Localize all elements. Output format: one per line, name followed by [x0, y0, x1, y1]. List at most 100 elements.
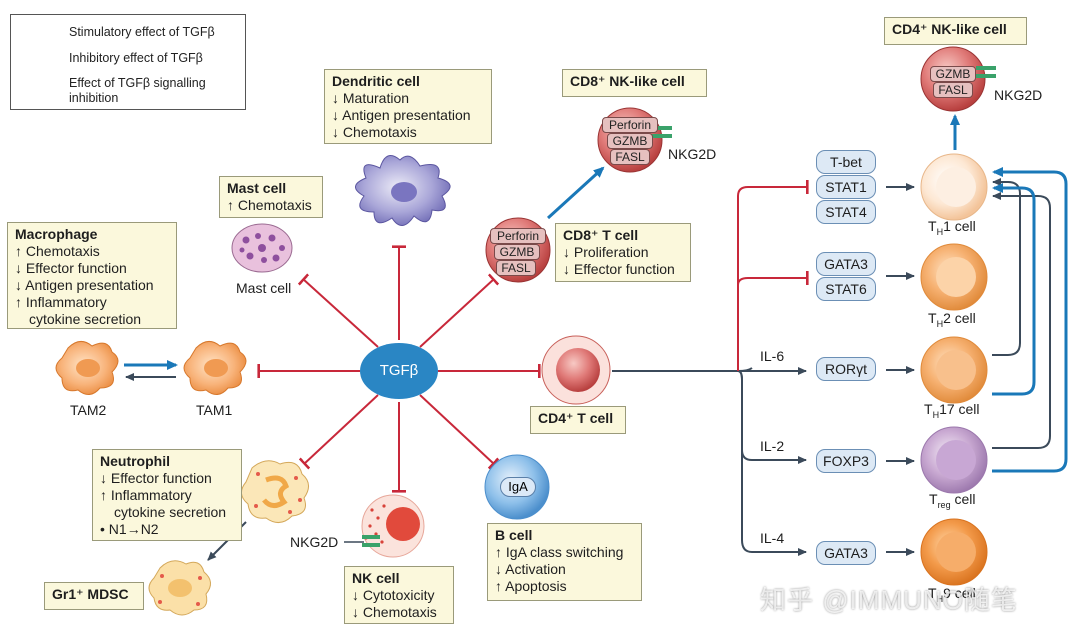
neutrophil-effect-2: ↑ Inflammatory [100, 487, 192, 503]
macrophage-effect-5: cytokine secretion [29, 311, 142, 327]
th17-label: TH17 cell [924, 401, 980, 420]
bcell-effect-3: ↑ Apoptosis [495, 578, 567, 594]
cytokine-il6: IL-6 [760, 348, 785, 364]
nk-title: NK cell [352, 570, 400, 586]
cd4nk-fasl-chip: FASL [933, 82, 973, 98]
macrophage-title: Macrophage [15, 226, 98, 242]
treg-label: Treg cell [929, 491, 976, 510]
neutrophil-effect-4: • N1→N2 [100, 521, 159, 537]
nk-receptor-label: NKG2D [290, 534, 339, 550]
legend: Stimulatory effect of TGFβ Inhibitory ef… [10, 14, 246, 110]
neutrophil-shape [241, 460, 309, 523]
dendritic-title: Dendritic cell [332, 73, 420, 89]
cd8t-effect-2: ↓ Effector function [563, 261, 675, 277]
dendritic-effect-1: ↓ Maturation [332, 90, 410, 106]
cd8nk-perforin-chip: Perforin [602, 117, 658, 133]
treg-cell-shape [920, 426, 988, 494]
mdsc-title: Gr1⁺ MDSC [52, 586, 129, 602]
cd4t-title: CD4⁺ T cell [538, 410, 614, 426]
th1-label: TH1 cell [928, 218, 976, 237]
mast-cell-label: Mast cell [236, 280, 292, 296]
macrophage-box: Macrophage ↑ Chemotaxis ↓ Effector funct… [7, 222, 177, 329]
nk-effect-2: ↓ Chemotaxis [352, 604, 437, 620]
dendritic-cell-shape [355, 155, 451, 226]
nk-cell-box: NK cell ↓ Cytotoxicity ↓ Chemotaxis [344, 566, 454, 624]
bcell-effect-1: ↑ IgA class switching [495, 544, 624, 560]
cd8-t-cell-box: CD8⁺ T cell ↓ Proliferation ↓ Effector f… [555, 223, 691, 282]
cd4nk-receptor-label: NKG2D [994, 87, 1043, 103]
tf-stat1: STAT1 [816, 175, 876, 199]
th9-label: TH9 cell [928, 585, 976, 604]
cd4-inhibit-lines [737, 180, 809, 371]
bcell-title: B cell [495, 527, 533, 543]
cd8nk-receptor-label: NKG2D [668, 146, 717, 162]
mast-effect-1: ↑ Chemotaxis [227, 197, 312, 213]
bcell-effect-2: ↓ Activation [495, 561, 566, 577]
cd8-nklike-box: CD8⁺ NK-like cell [562, 69, 707, 97]
cd8nk-title: CD8⁺ NK-like cell [570, 73, 685, 89]
cd4-t-cell-shape [541, 335, 611, 405]
cd8-to-nklike-arrow [546, 166, 605, 220]
tf-tbet: T-bet [816, 150, 876, 174]
cd8nk-gzmb-chip: GZMB [607, 133, 653, 149]
cd8-fasl-chip: FASL [496, 260, 536, 276]
dendritic-effect-2: ↓ Antigen presentation [332, 107, 471, 123]
th17-cell-shape [920, 336, 988, 404]
macrophage-effect-1: ↑ Chemotaxis [15, 243, 100, 259]
cd4-t-cell-box: CD4⁺ T cell [530, 406, 626, 434]
cytokine-il2: IL-2 [760, 438, 785, 454]
cd4nk-gzmb-chip: GZMB [930, 66, 976, 82]
tf-foxp3: FOXP3 [816, 449, 876, 473]
macrophage-effect-4: ↑ Inflammatory [15, 294, 107, 310]
tgf-label: TGFβ [379, 362, 419, 379]
cd8-gzmb-chip: GZMB [494, 244, 540, 260]
tf-gata3-a: GATA3 [816, 252, 876, 276]
nk-effect-1: ↓ Cytotoxicity [352, 587, 435, 603]
cd8-perforin-chip: Perforin [490, 228, 546, 244]
macrophage-effect-2: ↓ Effector function [15, 260, 127, 276]
tam2-label: TAM2 [70, 402, 107, 418]
iga-chip: IgA [500, 477, 536, 497]
tf-stat4: STAT4 [816, 200, 876, 224]
tam2-shape [55, 341, 119, 395]
b-cell-box: B cell ↑ IgA class switching ↓ Activatio… [487, 523, 642, 601]
legend-signalling-2: inhibition [69, 91, 119, 105]
iga-label: IgA [508, 479, 528, 494]
cd4nk-title: CD4⁺ NK-like cell [892, 21, 1007, 37]
nk-cell-shape [344, 494, 425, 558]
cd8t-title: CD8⁺ T cell [563, 227, 639, 243]
mdsc-shape [148, 560, 211, 616]
tf-stat6: STAT6 [816, 277, 876, 301]
cd4-branch-lines [612, 367, 807, 556]
th9-cell-shape [920, 518, 988, 586]
tam1-shape [183, 341, 247, 395]
feedback-dark-loops [992, 178, 1051, 449]
th1-cell-shape [920, 153, 988, 221]
tgf-inhibitory-rays [257, 245, 541, 493]
neutrophil-effect-3: cytokine secretion [114, 504, 227, 520]
legend-inhibitory: Inhibitory effect of TGFβ [69, 51, 203, 65]
feedback-blue-loops [992, 167, 1068, 473]
watermark: 知乎 @IMMUNO随笔 [760, 585, 1018, 615]
mast-cell-box: Mast cell ↑ Chemotaxis [219, 176, 323, 218]
cd4-nklike-box: CD4⁺ NK-like cell [884, 17, 1027, 45]
th2-label: TH2 cell [928, 310, 976, 329]
cytokine-il4: IL-4 [760, 530, 785, 546]
legend-stimulatory: Stimulatory effect of TGFβ [69, 25, 215, 39]
legend-signalling-1: Effect of TGFβ signalling [69, 76, 206, 90]
macrophage-effect-3: ↓ Antigen presentation [15, 277, 154, 293]
neutrophil-effect-1: ↓ Effector function [100, 470, 212, 486]
mast-title: Mast cell [227, 180, 287, 196]
tf-gata3-b: GATA3 [816, 541, 876, 565]
mdsc-box: Gr1⁺ MDSC [44, 582, 144, 610]
cd8t-effect-1: ↓ Proliferation [563, 244, 649, 260]
neutrophil-box: Neutrophil ↓ Effector function ↑ Inflamm… [92, 449, 242, 541]
tf-rorgt: RORγt [816, 357, 876, 381]
mast-cell-shape [231, 223, 293, 273]
dendritic-effect-3: ↓ Chemotaxis [332, 124, 417, 140]
dendritic-cell-box: Dendritic cell ↓ Maturation ↓ Antigen pr… [324, 69, 492, 144]
cd8nk-fasl-chip: FASL [610, 149, 650, 165]
tgf-node: TGFβ [360, 343, 438, 399]
th2-cell-shape [920, 243, 988, 311]
